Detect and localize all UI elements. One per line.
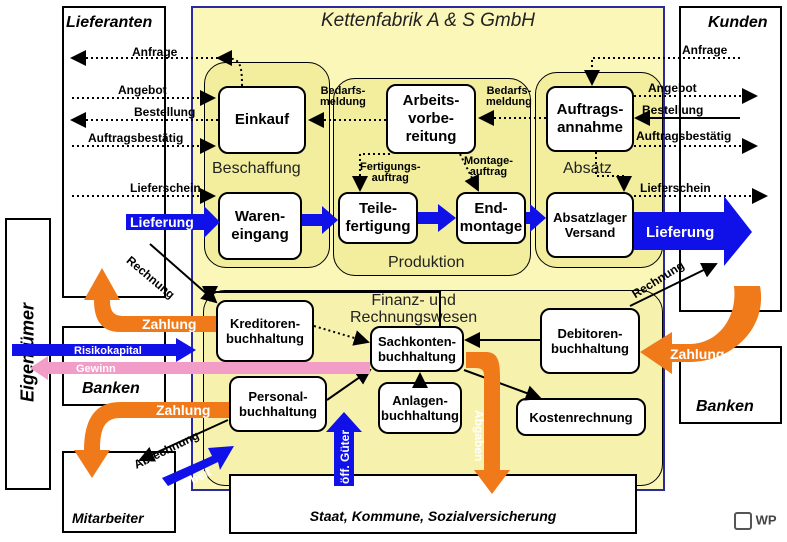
arrow-gewinn (30, 356, 370, 380)
label-abgaben: Abgaben (472, 410, 486, 462)
label-zahlung-employee: Zahlung (156, 402, 211, 418)
box-auftragsannahme: Auftrags- annahme (546, 86, 634, 152)
flow-pers-sach (326, 368, 372, 401)
flow-abrechnung (138, 419, 229, 462)
label-anfrage-right: Anfrage (682, 43, 728, 57)
box-personal: Personal- buchhaltung (229, 376, 327, 432)
flow-sach-kred (202, 286, 441, 326)
flow-kred-sach (313, 325, 370, 346)
arrow-we-teile (302, 206, 338, 234)
box-endmontage: End- montage (456, 192, 526, 244)
arrow-oeff-gueter (326, 412, 362, 486)
company-title: Kettenfabrik A & S GmbH (320, 10, 535, 31)
box-teilefertigung: Teile- fertigung (338, 192, 418, 244)
label-montage: Montage- auftrag (464, 155, 513, 178)
box-debitoren: Debitoren- buchhaltung (540, 308, 640, 374)
label-oeff-gueter: öff. Güter (338, 430, 352, 484)
customers-box (679, 6, 782, 312)
group-finance-label: Finanz- und Rechnungswesen (350, 292, 478, 326)
suppliers-label: Lieferanten (66, 14, 153, 31)
label-lieferung-out: Lieferung (646, 224, 715, 241)
label-auftragsbest-right: Auftragsbestätig (636, 129, 732, 143)
flow-rechnung-out (629, 262, 718, 307)
arrow-arbeit (162, 446, 234, 486)
label-fertigung: Fertigungs- auftrag (360, 161, 421, 184)
box-kreditoren: Kreditoren- buchhaltung (216, 300, 314, 362)
label-zahlung-supplier: Zahlung (142, 316, 197, 332)
label-zahlung-customer: Zahlung (670, 346, 725, 362)
group-production-label: Produktion (388, 254, 465, 271)
wp-logo-icon (734, 512, 752, 530)
flow-auftrag-lager (595, 152, 632, 192)
arrow-lieferung-in (126, 206, 220, 238)
label-bestellung-right: Bestellung (642, 103, 704, 117)
flow-montage (459, 153, 479, 192)
banks-right-label: Banken (696, 398, 754, 415)
label-bestellung-left: Bestellung (134, 105, 196, 119)
arrow-zahlung-employee (74, 400, 229, 478)
arrow-abgaben (466, 352, 510, 494)
label-angebot-left: Angebot (118, 83, 167, 97)
employees-label: Mitarbeiter (72, 510, 144, 526)
box-wareneingang: Waren- eingang (218, 192, 302, 260)
flow-fertigung (352, 153, 390, 192)
employees-box (62, 451, 176, 533)
box-einkauf: Einkauf (218, 86, 306, 154)
box-kosten: Kostenrechnung (516, 398, 646, 436)
label-bedarf-right: Bedarfs- meldung (486, 85, 532, 108)
box-absatzlager: Absatzlager Versand (546, 192, 634, 258)
group-procurement-label: Beschaffung (212, 160, 301, 177)
label-lieferschein-left: Lieferschein (130, 181, 201, 195)
label-bedarf-left: Bedarfs- meldung (320, 85, 366, 108)
label-lieferung-in: Lieferung (130, 214, 194, 230)
box-anlagen: Anlagen- buchhaltung (378, 382, 462, 434)
customers-label: Kunden (708, 14, 768, 31)
arrow-risikokapital (12, 338, 196, 362)
state-box (229, 474, 637, 534)
box-sachkonten: Sachkonten- buchhaltung (370, 326, 464, 372)
banks-right-box (679, 346, 782, 424)
flow-einkauf-loop (216, 50, 243, 87)
wp-logo: WP (734, 512, 778, 534)
banks-left-label: Banken (82, 380, 140, 397)
flow-sach-kosten (463, 369, 542, 401)
label-risikokapital: Risikokapital (74, 345, 142, 357)
wp-logo-text: WP (755, 512, 777, 528)
label-lieferschein-right: Lieferschein (640, 181, 711, 195)
state-label: Staat, Kommune, Sozialversicherung (309, 508, 557, 524)
box-arbeitsvorbereitung: Arbeits- vorbe- reitung (386, 84, 476, 154)
arrow-lieferung-out (634, 196, 752, 266)
arrow-teile-end (418, 204, 456, 232)
flow-anfrage-right (584, 57, 740, 86)
arrow-end-lager (526, 204, 546, 232)
arrow-zahlung-supplier (84, 268, 216, 332)
label-auftragsbest-left: Auftragsbestätig (88, 131, 184, 145)
label-gewinn: Gewinn (76, 363, 116, 375)
label-angebot-right: Angebot (648, 81, 697, 95)
group-sales-label: Absatz (563, 160, 612, 177)
arrow-zahlung-customer (640, 286, 762, 374)
label-anfrage-left: Anfrage (132, 45, 178, 59)
